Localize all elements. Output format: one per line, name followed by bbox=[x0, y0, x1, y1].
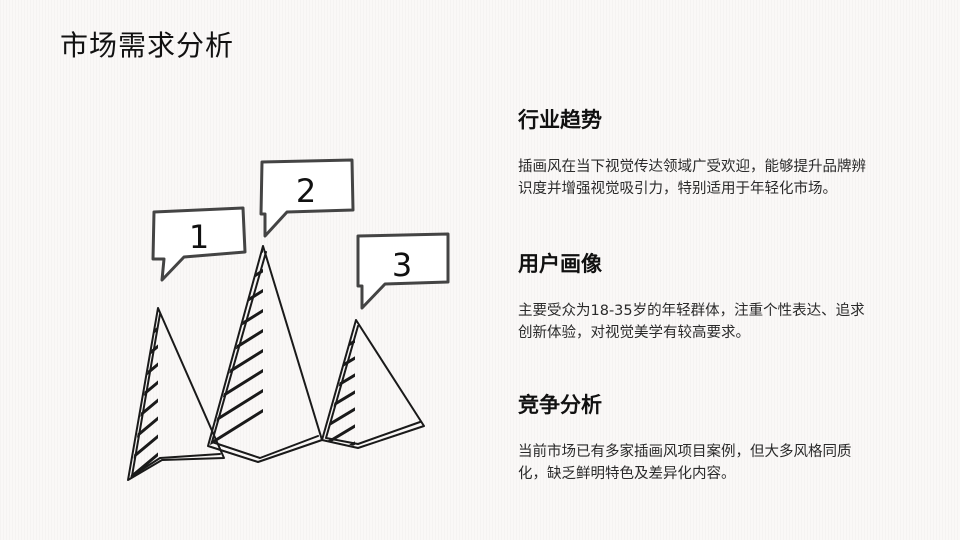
section-title: 竞争分析 bbox=[518, 393, 602, 417]
speech-bubble-3: 3 bbox=[356, 232, 450, 310]
bubble-label-2: 2 bbox=[296, 172, 316, 210]
triangle-chart-illustration: 1 2 3 bbox=[127, 158, 450, 481]
section-title: 用户画像 bbox=[518, 252, 602, 276]
speech-bubble-2: 2 bbox=[259, 158, 355, 238]
section-title: 行业趋势 bbox=[518, 108, 602, 132]
speech-bubble-1: 1 bbox=[151, 206, 247, 282]
triangle-outlines bbox=[127, 245, 425, 481]
section-industry-trend: 行业趋势 插画风在当下视觉传达领域广受欢迎，能够提升品牌辨识度并增强视觉吸引力，… bbox=[518, 104, 888, 200]
section-user-persona: 用户画像 主要受众为18-35岁的年轻群体，注重个性表达、追求创新体验，对视觉美… bbox=[518, 248, 888, 344]
section-body: 主要受众为18-35岁的年轻群体，注重个性表达、追求创新体验，对视觉美学有较高要… bbox=[518, 303, 865, 341]
section-competition-analysis: 竞争分析 当前市场已有多家插画风项目案例，但大多风格同质化，缺乏鲜明特色及差异化… bbox=[518, 389, 888, 485]
section-body: 当前市场已有多家插画风项目案例，但大多风格同质化，缺乏鲜明特色及差异化内容。 bbox=[518, 444, 852, 482]
hatch-fill-2 bbox=[210, 248, 263, 445]
section-body: 插画风在当下视觉传达领域广受欢迎，能够提升品牌辨识度并增强视觉吸引力，特别适用于… bbox=[518, 159, 866, 197]
bubble-label-3: 3 bbox=[392, 246, 412, 284]
page-title: 市场需求分析 bbox=[60, 29, 235, 62]
bubble-label-1: 1 bbox=[189, 218, 209, 256]
